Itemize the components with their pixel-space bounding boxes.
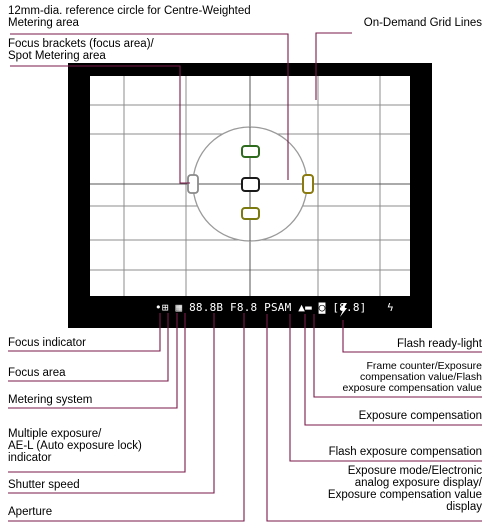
label-reference-circle: 12mm-dia. reference circle for Centre-We… (8, 5, 251, 29)
label-multiple-exposure: Multiple exposure/ AE-L (Auto exposure l… (8, 428, 142, 464)
viewfinder-lcd-readout: •⊞ ▦ 88.8B F8.8 PSAM ▲▬ ◙ [8.8] ϟ (155, 301, 394, 314)
label-focus-brackets: Focus brackets (focus area)/ Spot Meteri… (8, 38, 154, 62)
focus-bracket-bottom (241, 207, 260, 220)
focus-bracket-right (302, 174, 314, 194)
flash-ready-icon (340, 303, 347, 317)
focus-bracket-left (187, 174, 199, 194)
label-flash-exposure-compensation: Flash exposure compensation (328, 446, 482, 458)
top-leader-lines (10, 32, 352, 184)
label-frame-counter: Frame counter/Exposure compensation valu… (342, 360, 482, 394)
focus-bracket-center (241, 177, 260, 192)
label-aperture: Aperture (8, 506, 53, 518)
label-flash-ready: Flash ready-light (396, 338, 482, 350)
label-focus-indicator: Focus indicator (8, 337, 86, 349)
focus-bracket-top (241, 145, 260, 158)
label-exposure-compensation: Exposure compensation (358, 410, 482, 422)
label-focus-area: Focus area (8, 367, 66, 379)
right-leader-lines (266, 314, 482, 522)
label-grid-lines: On-Demand Grid Lines (363, 17, 482, 29)
left-leader-lines (8, 313, 245, 522)
label-shutter-speed: Shutter speed (8, 479, 80, 491)
label-metering-system: Metering system (8, 394, 93, 406)
label-exposure-mode: Exposure mode/Electronic analog exposure… (327, 465, 482, 513)
